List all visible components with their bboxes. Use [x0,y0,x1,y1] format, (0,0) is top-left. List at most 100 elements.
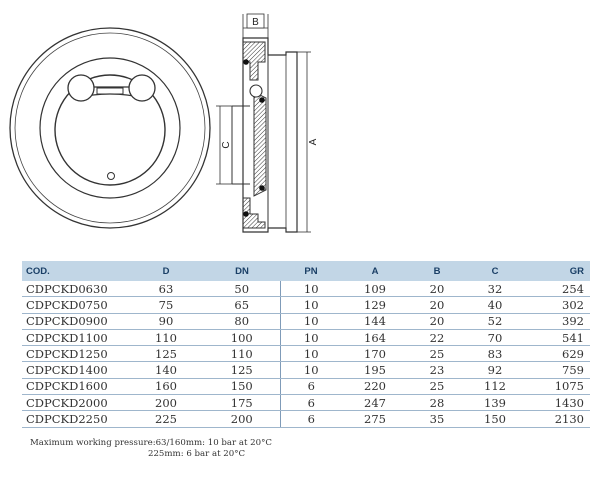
cell-dn: 50 [204,281,281,298]
cell-a: 109 [342,281,408,298]
table-row: CDPCKD0630 63 50 10 109 20 32 254 [22,281,590,298]
header-c: C [466,261,524,281]
cell-b: 25 [408,378,466,396]
dimension-lines [216,13,311,233]
check-valve-drawing: B C A [9,13,319,233]
cell-code: CDPCKD0750 [22,296,128,314]
cell-code: CDPCKD1600 [22,378,128,396]
cell-code: CDPCKD0900 [22,313,128,330]
cell-pn: 10 [280,361,342,379]
cell-gr: 759 [524,361,590,379]
cell-dn: 175 [204,394,281,412]
cell-b: 22 [408,329,466,347]
cell-c: 52 [466,313,524,330]
table-row: CDPCKD0750 75 65 10 129 20 40 302 [22,296,590,314]
cell-code: CDPCKD2000 [22,394,128,412]
cell-a: 129 [342,296,408,314]
cell-c: 83 [466,345,524,363]
cell-code: CDPCKD0630 [22,281,128,298]
cell-dn: 100 [204,329,281,347]
cell-c: 70 [466,329,524,347]
pressure-notes: Maximum working pressure:63/160mm: 10 ba… [30,438,272,460]
cell-gr: 541 [524,329,590,347]
cell-dn: 200 [204,410,281,428]
cell-code: CDPCKD1400 [22,361,128,379]
cell-pn: 10 [280,329,342,347]
cell-c: 112 [466,378,524,396]
cell-c: 92 [466,361,524,379]
cell-gr: 254 [524,281,590,298]
cell-a: 170 [342,345,408,363]
cell-pn: 6 [280,378,342,396]
cell-dn: 150 [204,378,281,396]
cell-gr: 629 [524,345,590,363]
pressure-note-line-2: 225mm: 6 bar at 20°C [148,449,246,459]
cell-gr: 392 [524,313,590,330]
cell-a: 195 [342,361,408,379]
table-row: CDPCKD1250 125 110 10 170 25 83 629 [22,345,590,363]
cell-d: 63 [128,281,204,298]
cell-dn: 65 [204,296,281,314]
cell-gr: 1430 [524,394,590,412]
dim-label-b: B [252,17,259,28]
cell-d: 75 [128,296,204,314]
dim-label-c: C [221,141,232,148]
table-row: CDPCKD1400 140 125 10 195 23 92 759 [22,361,590,379]
cell-dn: 125 [204,361,281,379]
dim-label-a: A [308,138,319,145]
cell-b: 28 [408,394,466,412]
cell-a: 247 [342,394,408,412]
cell-a: 144 [342,313,408,330]
dimensions-table-container: COD. D DN PN A B C GR CDPCKD0630 63 50 1… [22,261,590,428]
header-d: D [128,261,204,281]
cell-b: 35 [408,410,466,428]
cell-dn: 80 [204,313,281,330]
cell-a: 220 [342,378,408,396]
cell-d: 90 [128,313,204,330]
cell-gr: 302 [524,296,590,314]
header-dn: DN [204,261,280,281]
cell-d: 110 [128,329,204,347]
dimensions-table: COD. D DN PN A B C GR CDPCKD0630 63 50 1… [22,261,590,428]
cell-pn: 10 [280,345,342,363]
cell-pn: 10 [280,281,342,298]
cell-pn: 10 [280,313,342,330]
cell-a: 164 [342,329,408,347]
cell-d: 200 [128,394,204,412]
cell-d: 225 [128,410,204,428]
header-b: B [408,261,466,281]
cell-b: 25 [408,345,466,363]
cell-b: 20 [408,281,466,298]
cell-pn: 6 [280,394,342,412]
cell-c: 150 [466,410,524,428]
table-header-row: COD. D DN PN A B C GR [22,261,590,281]
pressure-note-line-1: Maximum working pressure:63/160mm: 10 ba… [30,438,272,448]
cell-d: 140 [128,361,204,379]
cell-b: 20 [408,296,466,314]
cell-gr: 1075 [524,378,590,396]
table-row: CDPCKD2000 200 175 6 247 28 139 1430 [22,394,590,412]
table-row: CDPCKD2250 225 200 6 275 35 150 2130 [22,410,590,428]
header-gr: GR [524,261,590,281]
table-row: CDPCKD0900 90 80 10 144 20 52 392 [22,313,590,330]
table-row: CDPCKD1600 160 150 6 220 25 112 1075 [22,378,590,396]
cell-pn: 10 [280,296,342,314]
section-view [231,37,298,233]
cell-a: 275 [342,410,408,428]
cell-c: 139 [466,394,524,412]
table-row: CDPCKD1100 110 100 10 164 22 70 541 [22,329,590,347]
cell-pn: 6 [280,410,342,428]
cell-code: CDPCKD1100 [22,329,128,347]
front-view [9,27,211,229]
cell-b: 20 [408,313,466,330]
cell-c: 40 [466,296,524,314]
header-cod: COD. [22,261,128,281]
cell-c: 32 [466,281,524,298]
cell-dn: 110 [204,345,281,363]
cell-gr: 2130 [524,410,590,428]
header-pn: PN [280,261,342,281]
cell-d: 160 [128,378,204,396]
cell-code: CDPCKD2250 [22,410,128,428]
header-a: A [342,261,408,281]
cell-b: 23 [408,361,466,379]
